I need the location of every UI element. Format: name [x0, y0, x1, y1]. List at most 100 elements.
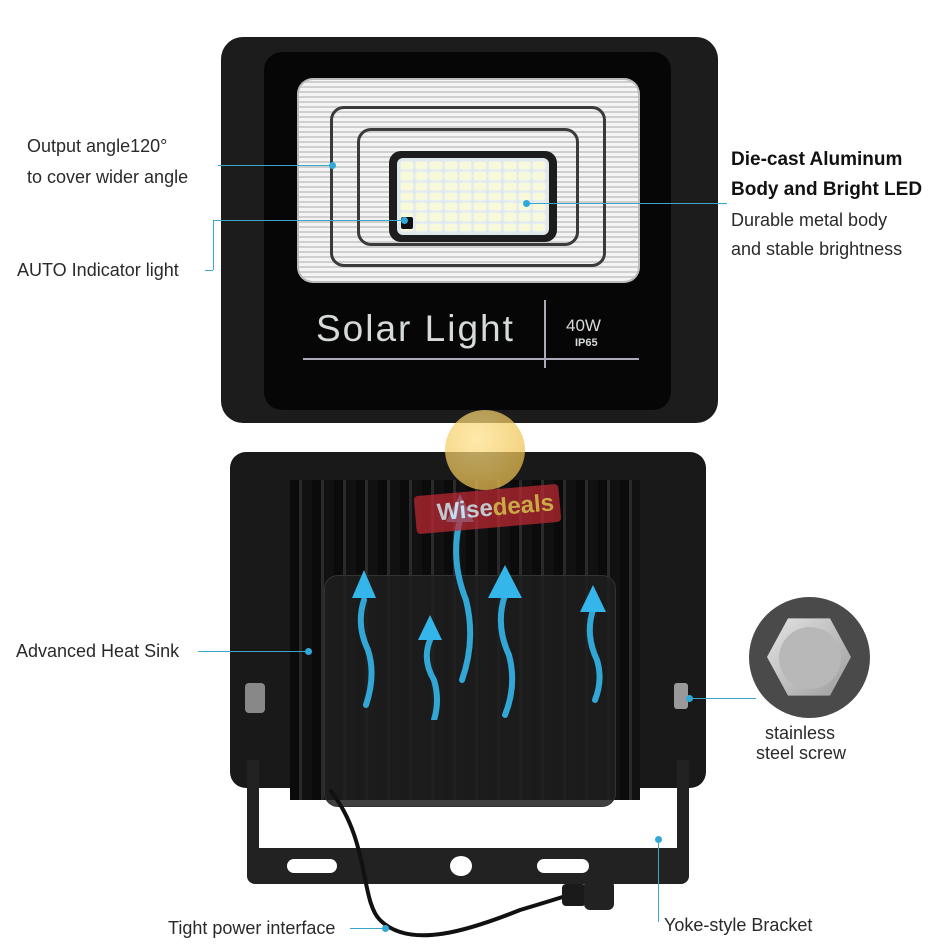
bracket-hole-center [450, 856, 472, 876]
output-angle-callout-line [218, 165, 332, 166]
title-underline [303, 358, 639, 360]
output-angle-callout-dot [329, 162, 336, 169]
bracket-slot-right [537, 859, 589, 873]
screw-detail-magnifier [749, 597, 870, 718]
led-chip [401, 203, 413, 211]
die-cast-desc-line1: Durable metal body [731, 210, 888, 230]
auto-indicator-callout-vertical [213, 220, 214, 270]
led-chip [459, 162, 472, 170]
watermark-word-wise: Wise [435, 494, 494, 527]
led-chip [474, 192, 487, 201]
led-chip [503, 182, 516, 190]
title-divider [544, 300, 546, 368]
auto-indicator-callout-dot [401, 217, 408, 224]
led-chip [533, 223, 545, 231]
led-chip [518, 162, 531, 170]
led-chip [533, 203, 545, 211]
airflow-arrows-icon [352, 494, 606, 720]
screw-callout-dot [686, 695, 693, 702]
screw-label-line2: steel screw [756, 743, 847, 763]
screw-callout-line [690, 698, 756, 699]
led-chip [474, 172, 487, 180]
led-chip [459, 172, 472, 180]
die-cast-title-line1: Die-cast Aluminum [731, 149, 903, 170]
right-side-screw [674, 683, 688, 709]
led-chip [489, 203, 501, 211]
reflector-ring-inner [357, 128, 579, 246]
led-chip [474, 223, 487, 231]
led-chip [503, 192, 516, 201]
led-chip [415, 162, 428, 170]
led-chip [533, 213, 545, 221]
led-chip [415, 192, 428, 201]
led-chip [533, 162, 545, 170]
die-cast-title-line2: Body and Bright LED [731, 179, 923, 200]
led-chip [503, 223, 516, 231]
power-cable-icon [328, 788, 614, 938]
led-chip [503, 203, 516, 211]
bracket-slot-left [287, 859, 337, 873]
led-chip [430, 203, 443, 211]
heat-sink-label: Advanced Heat Sink [16, 641, 180, 661]
led-chip [518, 182, 531, 190]
led-chip [445, 203, 457, 211]
led-chip [489, 223, 501, 231]
power-callout-line [350, 928, 385, 929]
die-cast-desc-line2: and stable brightness [731, 239, 903, 259]
led-chip [415, 213, 428, 221]
led-panel [389, 151, 557, 242]
bracket-callout-line [658, 840, 659, 922]
led-chip [459, 182, 472, 190]
die-cast-callout-dot [523, 200, 530, 207]
led-chip [430, 162, 443, 170]
output-angle-label: Output angle120° [27, 136, 168, 156]
led-chip [430, 223, 443, 231]
led-chip [459, 213, 472, 221]
wattage-label: 40W [566, 316, 601, 335]
led-chip [489, 182, 501, 190]
screw-label-line1: stainless [765, 723, 836, 743]
led-chip [474, 203, 487, 211]
led-chip [415, 182, 428, 190]
die-cast-callout-line [526, 203, 727, 204]
led-chip [445, 213, 457, 221]
led-chip [430, 213, 443, 221]
led-chip [445, 192, 457, 201]
led-chip [503, 213, 516, 221]
led-chip [489, 162, 501, 170]
watermark: Wisedeals [413, 410, 565, 535]
led-chip [518, 172, 531, 180]
led-chip [459, 203, 472, 211]
led-chip [415, 223, 428, 231]
led-chip [415, 172, 428, 180]
led-chip [533, 172, 545, 180]
watermark-tag: Wisedeals [413, 483, 562, 535]
led-chip [401, 162, 413, 170]
yoke-bracket-base [247, 848, 689, 884]
led-chip [459, 192, 472, 201]
led-chip [430, 182, 443, 190]
hex-bolt-face [779, 627, 841, 689]
led-chip [518, 213, 531, 221]
led-chip [474, 162, 487, 170]
output-angle-sublabel: to cover wider angle [27, 167, 189, 187]
led-chip [489, 172, 501, 180]
led-chip [533, 192, 545, 201]
reflector-ring-outer [330, 106, 606, 267]
led-chip-grid [397, 158, 549, 235]
auto-indicator-callout-stub [205, 270, 213, 271]
left-side-screw [245, 683, 265, 713]
power-callout-dot [382, 925, 389, 932]
watermark-word-deals: deals [491, 489, 556, 522]
heat-sink-callout-dot [305, 648, 312, 655]
led-chip [503, 172, 516, 180]
bracket-label: Yoke-style Bracket [664, 915, 813, 935]
led-chip [474, 182, 487, 190]
led-chip [459, 223, 472, 231]
led-chip [415, 203, 428, 211]
product-title: Solar Light [316, 308, 515, 349]
led-chip [430, 172, 443, 180]
power-interface-label: Tight power interface [168, 918, 336, 938]
led-chip [445, 162, 457, 170]
led-chip [445, 172, 457, 180]
